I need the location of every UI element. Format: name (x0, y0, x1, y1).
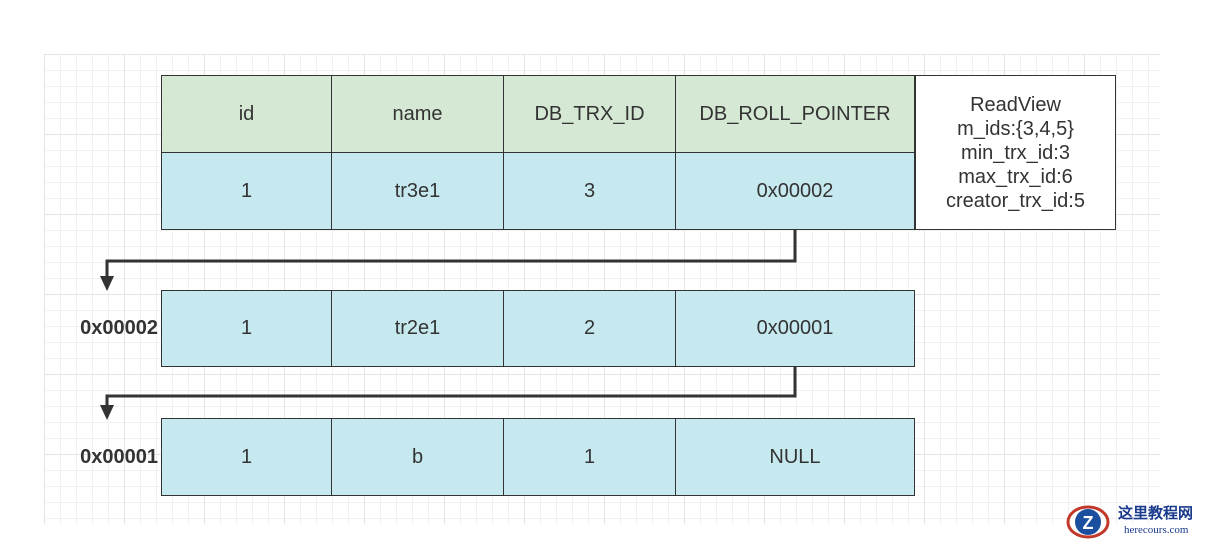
row-1-address: 0x00002 (80, 316, 158, 339)
row-2-id: 1 (161, 418, 332, 496)
header-id: id (161, 75, 332, 153)
arrow-row0-to-row1 (105, 230, 797, 280)
arrow-row1-to-row2 (105, 367, 797, 409)
readview-creator-trx-id: creator_trx_id:5 (946, 189, 1085, 212)
row-1-roll-pointer: 0x00001 (675, 290, 915, 367)
svg-text:Z: Z (1083, 513, 1094, 533)
row-2-name: b (331, 418, 504, 496)
row-1-name: tr2e1 (331, 290, 504, 367)
row-0-name: tr3e1 (331, 152, 504, 230)
watermark-chinese: 这里教程网 (1118, 504, 1194, 522)
arrowhead-row2 (100, 405, 114, 420)
row-2-roll-pointer: NULL (675, 418, 915, 496)
header-db-trx-id: DB_TRX_ID (503, 75, 676, 153)
header-db-roll-pointer: DB_ROLL_POINTER (675, 75, 915, 153)
readview-min-trx-id: min_trx_id:3 (961, 141, 1070, 164)
watermark-logo: Z 这里教程网 herecours.com (1062, 500, 1210, 544)
watermark-english: herecours.com (1124, 524, 1189, 536)
row-2-trx-id: 1 (503, 418, 676, 496)
row-0-roll-pointer: 0x00002 (675, 152, 915, 230)
readview-box: ReadView m_ids:{3,4,5} min_trx_id:3 max_… (915, 75, 1116, 230)
row-0-trx-id: 3 (503, 152, 676, 230)
row-1-id: 1 (161, 290, 332, 367)
logo-icon: Z (1066, 505, 1110, 539)
readview-max-trx-id: max_trx_id:6 (958, 165, 1073, 188)
readview-title: ReadView (970, 93, 1061, 116)
readview-m-ids: m_ids:{3,4,5} (957, 117, 1074, 140)
arrowhead-row1 (100, 276, 114, 291)
row-2-address: 0x00001 (80, 445, 158, 468)
